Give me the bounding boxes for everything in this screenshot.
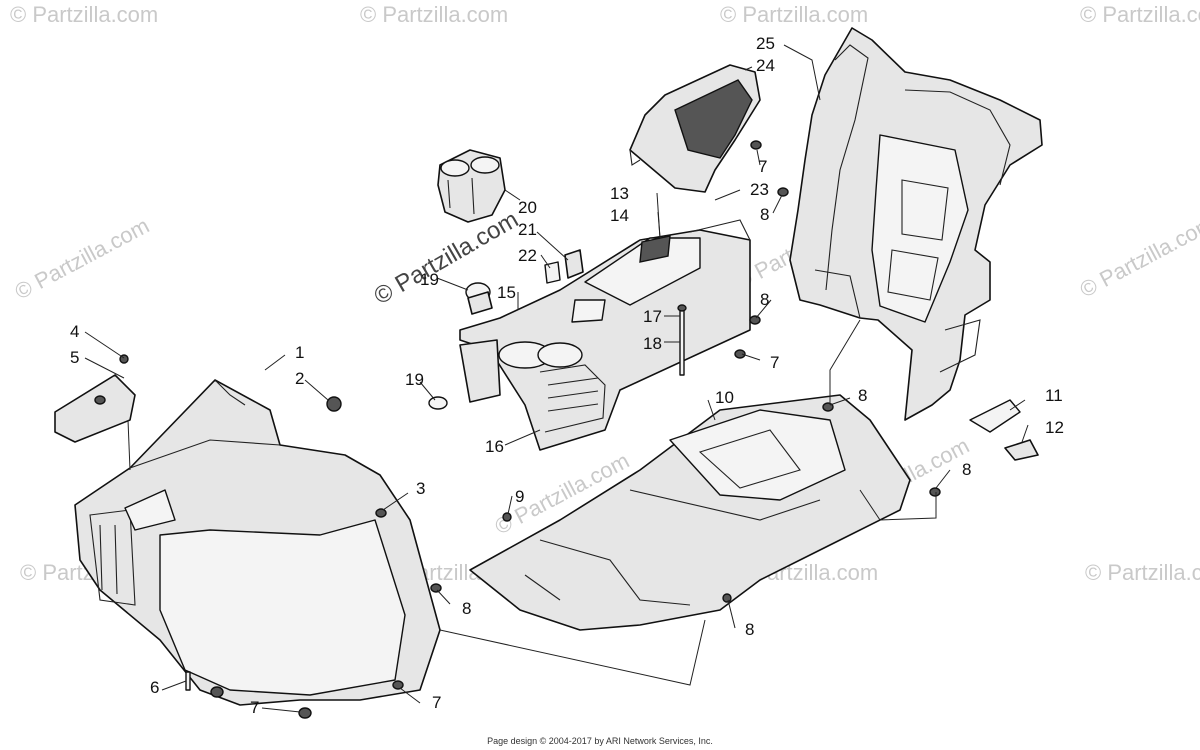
callout-label[interactable]: 3 bbox=[416, 479, 425, 498]
footer-copyright: Page design © 2004-2017 by ARI Network S… bbox=[487, 736, 713, 746]
rear-side-panel[interactable] bbox=[789, 27, 1043, 421]
leader-lines bbox=[84, 44, 1029, 713]
watermark: © Partzilla.com bbox=[1076, 211, 1200, 303]
callout-label[interactable]: 11 bbox=[1045, 386, 1063, 405]
front-dash-panel[interactable] bbox=[74, 379, 441, 706]
callout-label[interactable]: 10 bbox=[715, 388, 734, 407]
callout-label[interactable]: 20 bbox=[518, 198, 537, 217]
callout-label[interactable]: 17 bbox=[643, 307, 662, 326]
console-bolt[interactable] bbox=[677, 304, 687, 376]
callout-label[interactable]: 22 bbox=[518, 246, 537, 265]
callout-label[interactable]: 23 bbox=[750, 180, 769, 199]
callout-label[interactable]: 21 bbox=[518, 220, 537, 239]
callout-label[interactable]: 6 bbox=[150, 678, 159, 697]
watermark: © Partzilla.com bbox=[10, 2, 158, 27]
callout-label[interactable]: 19 bbox=[420, 270, 439, 289]
callout-label[interactable]: 12 bbox=[1045, 418, 1064, 437]
fastener-set bbox=[119, 140, 941, 719]
watermark: © Partzilla.com bbox=[360, 2, 508, 27]
callout-label[interactable]: 4 bbox=[70, 322, 79, 341]
callout-label[interactable]: 7 bbox=[432, 693, 441, 712]
small-bracket[interactable] bbox=[969, 399, 1039, 461]
callout-label[interactable]: 19 bbox=[405, 370, 424, 389]
callout-label[interactable]: 9 bbox=[515, 487, 524, 506]
watermark: © Partzilla.com bbox=[720, 2, 868, 27]
callout-label[interactable]: 15 bbox=[497, 283, 516, 302]
callout-label[interactable]: 16 bbox=[485, 437, 504, 456]
callout-label[interactable]: 13 bbox=[610, 184, 629, 203]
callout-label[interactable]: 8 bbox=[745, 620, 754, 639]
callout-label[interactable]: 14 bbox=[610, 206, 629, 225]
upper-console-cover[interactable] bbox=[629, 64, 761, 193]
callout-label[interactable]: 7 bbox=[770, 353, 779, 372]
callout-label[interactable]: 8 bbox=[962, 460, 971, 479]
callout-label[interactable]: 8 bbox=[760, 205, 769, 224]
callout-label[interactable]: 1 bbox=[295, 343, 304, 362]
center-console[interactable] bbox=[459, 219, 751, 451]
callout-label[interactable]: 7 bbox=[758, 157, 767, 176]
callout-label[interactable]: 8 bbox=[462, 599, 471, 618]
callout-label[interactable]: 2 bbox=[295, 369, 304, 388]
power-outlet[interactable] bbox=[465, 282, 493, 315]
grommet[interactable] bbox=[428, 396, 448, 410]
watermark: © Partzilla.com bbox=[1085, 560, 1200, 585]
watermark: © Partzilla.com bbox=[11, 213, 154, 305]
cup-holder[interactable] bbox=[437, 149, 506, 223]
callout-label[interactable]: 7 bbox=[250, 698, 259, 717]
callout-label[interactable]: 5 bbox=[70, 348, 79, 367]
floor-pan[interactable] bbox=[469, 394, 911, 631]
console-switches[interactable] bbox=[544, 249, 584, 284]
callout-labels: 25 24 7 23 8 13 14 20 21 22 19 15 17 18 … bbox=[70, 34, 1064, 717]
callout-label[interactable]: 25 bbox=[756, 34, 775, 53]
callout-label[interactable]: 8 bbox=[760, 290, 769, 309]
callout-label[interactable]: 8 bbox=[858, 386, 867, 405]
callout-label[interactable]: 24 bbox=[756, 56, 775, 75]
watermark: © Partzilla.com bbox=[1080, 2, 1200, 27]
callout-label[interactable]: 18 bbox=[643, 334, 662, 353]
mounting-plate[interactable] bbox=[54, 374, 136, 443]
